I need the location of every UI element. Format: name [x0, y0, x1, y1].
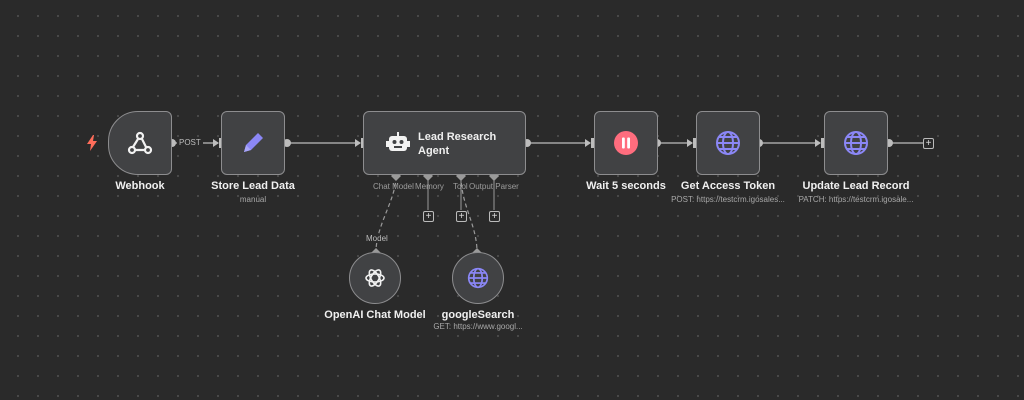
wait-node-label: Wait 5 seconds: [586, 180, 666, 192]
lightning-bolt-icon: [86, 135, 98, 156]
arrow-head: [815, 139, 821, 147]
google-search-node[interactable]: [452, 252, 504, 304]
lead-research-agent-label: Lead Research Agent: [418, 130, 518, 158]
google-search-label: googleSearch: [441, 309, 515, 321]
input-handle[interactable]: [219, 138, 222, 148]
globe-icon: [715, 130, 741, 156]
update-lead-record-subtitle: PATCH: https://testcrm.igosale...: [798, 195, 914, 204]
agent-label-line1: Lead Research: [418, 131, 497, 143]
output-handle[interactable]: [283, 139, 291, 147]
update-lead-record-label: Update Lead Record: [802, 180, 910, 192]
input-handle[interactable]: [693, 138, 696, 148]
add-output-parser-button[interactable]: +: [489, 211, 500, 222]
agent-label-line2: Agent: [418, 145, 450, 157]
add-tool-button[interactable]: +: [456, 211, 467, 222]
wait-node[interactable]: [594, 111, 658, 175]
output-parser-port-label: Output Parser: [469, 182, 519, 191]
lead-research-agent-node[interactable]: [363, 111, 526, 175]
openai-chat-model-node[interactable]: [349, 252, 401, 304]
connection-model-agent[interactable]: [375, 175, 397, 253]
store-lead-data-subtitle: manual: [239, 195, 267, 204]
globe-icon: [467, 267, 489, 289]
arrow-head: [213, 139, 219, 147]
input-handle[interactable]: [591, 138, 594, 148]
openai-icon: [364, 267, 386, 289]
pencil-icon: [240, 130, 266, 156]
webhook-icon: [127, 130, 153, 156]
arrow-head: [687, 139, 693, 147]
get-access-token-label: Get Access Token: [680, 180, 776, 192]
input-handle[interactable]: [361, 138, 364, 148]
tool-port-label: Tool: [453, 182, 468, 191]
post-edge-label: POST: [177, 138, 203, 147]
globe-icon: [843, 130, 869, 156]
add-memory-button[interactable]: +: [423, 211, 434, 222]
memory-port-label: Memory: [415, 182, 444, 191]
webhook-node-label: Webhook: [115, 180, 165, 192]
google-search-subtitle: GET: https://www.googl...: [433, 322, 523, 331]
arrow-head: [585, 139, 591, 147]
get-access-token-node[interactable]: [696, 111, 760, 175]
pause-icon: [613, 130, 639, 156]
model-edge-label: Model: [364, 234, 390, 243]
chat-model-port-label: Chat Model: [373, 182, 414, 191]
add-next-node-button[interactable]: +: [923, 138, 934, 149]
robot-icon: [386, 131, 410, 155]
openai-chat-model-label: OpenAI Chat Model: [324, 309, 426, 321]
store-lead-data-label: Store Lead Data: [211, 180, 295, 192]
get-access-token-subtitle: POST: https://testcrm.igosales...: [671, 195, 785, 204]
input-handle[interactable]: [821, 138, 824, 148]
update-lead-record-node[interactable]: [824, 111, 888, 175]
webhook-node[interactable]: [108, 111, 172, 175]
arrow-head: [355, 139, 361, 147]
store-lead-data-node[interactable]: [221, 111, 285, 175]
